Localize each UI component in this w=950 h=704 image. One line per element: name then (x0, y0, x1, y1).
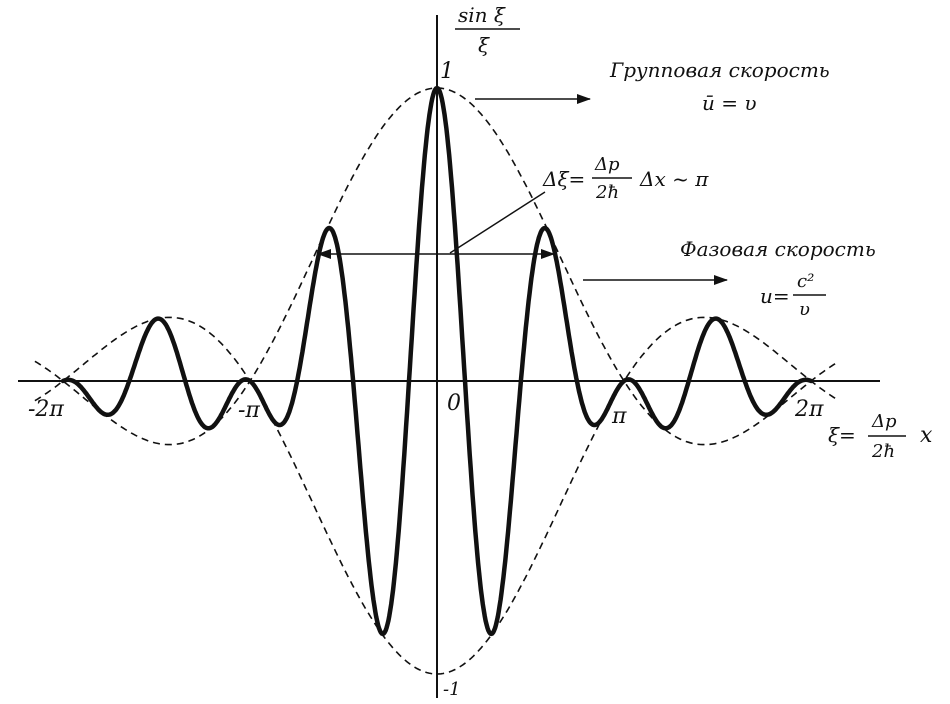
y-label-numerator: sin ξ (458, 3, 506, 27)
width-leader-line (449, 191, 546, 254)
x-label-numerator: Δp (871, 411, 897, 432)
phase-velocity-title: Фазовая скорость (680, 237, 876, 261)
group-velocity-title: Групповая скорость (609, 58, 830, 82)
width-numerator: Δp (594, 154, 620, 175)
phase-velocity-prefix: u= (760, 284, 790, 308)
y-label-denominator: ξ (478, 33, 490, 57)
x-label-prefix: ξ= (828, 423, 856, 447)
x-label-denominator: 2ħ (871, 441, 895, 462)
y-tick-bottom: -1 (443, 679, 461, 700)
width-prefix: Δξ= (542, 167, 585, 191)
phase-velocity-denominator: υ (799, 299, 810, 320)
width-suffix: Δx ~ π (639, 167, 709, 191)
phase-velocity-numerator: c² (797, 271, 814, 292)
envelope-positive (34, 87, 840, 446)
envelope-negative (34, 316, 840, 675)
x-tick-neg-2pi: -2π (28, 397, 64, 422)
group-velocity-formula: ū = υ (702, 91, 757, 115)
x-tick-pi: π (611, 404, 627, 429)
wave-packet-curve (60, 85, 814, 637)
x-label-suffix: x (920, 423, 933, 448)
origin-label: 0 (447, 391, 461, 416)
x-tick-neg-pi: -π (238, 398, 260, 423)
width-denominator: 2ħ (595, 182, 619, 203)
x-tick-2pi: 2π (794, 397, 824, 422)
y-tick-top: 1 (440, 59, 454, 84)
